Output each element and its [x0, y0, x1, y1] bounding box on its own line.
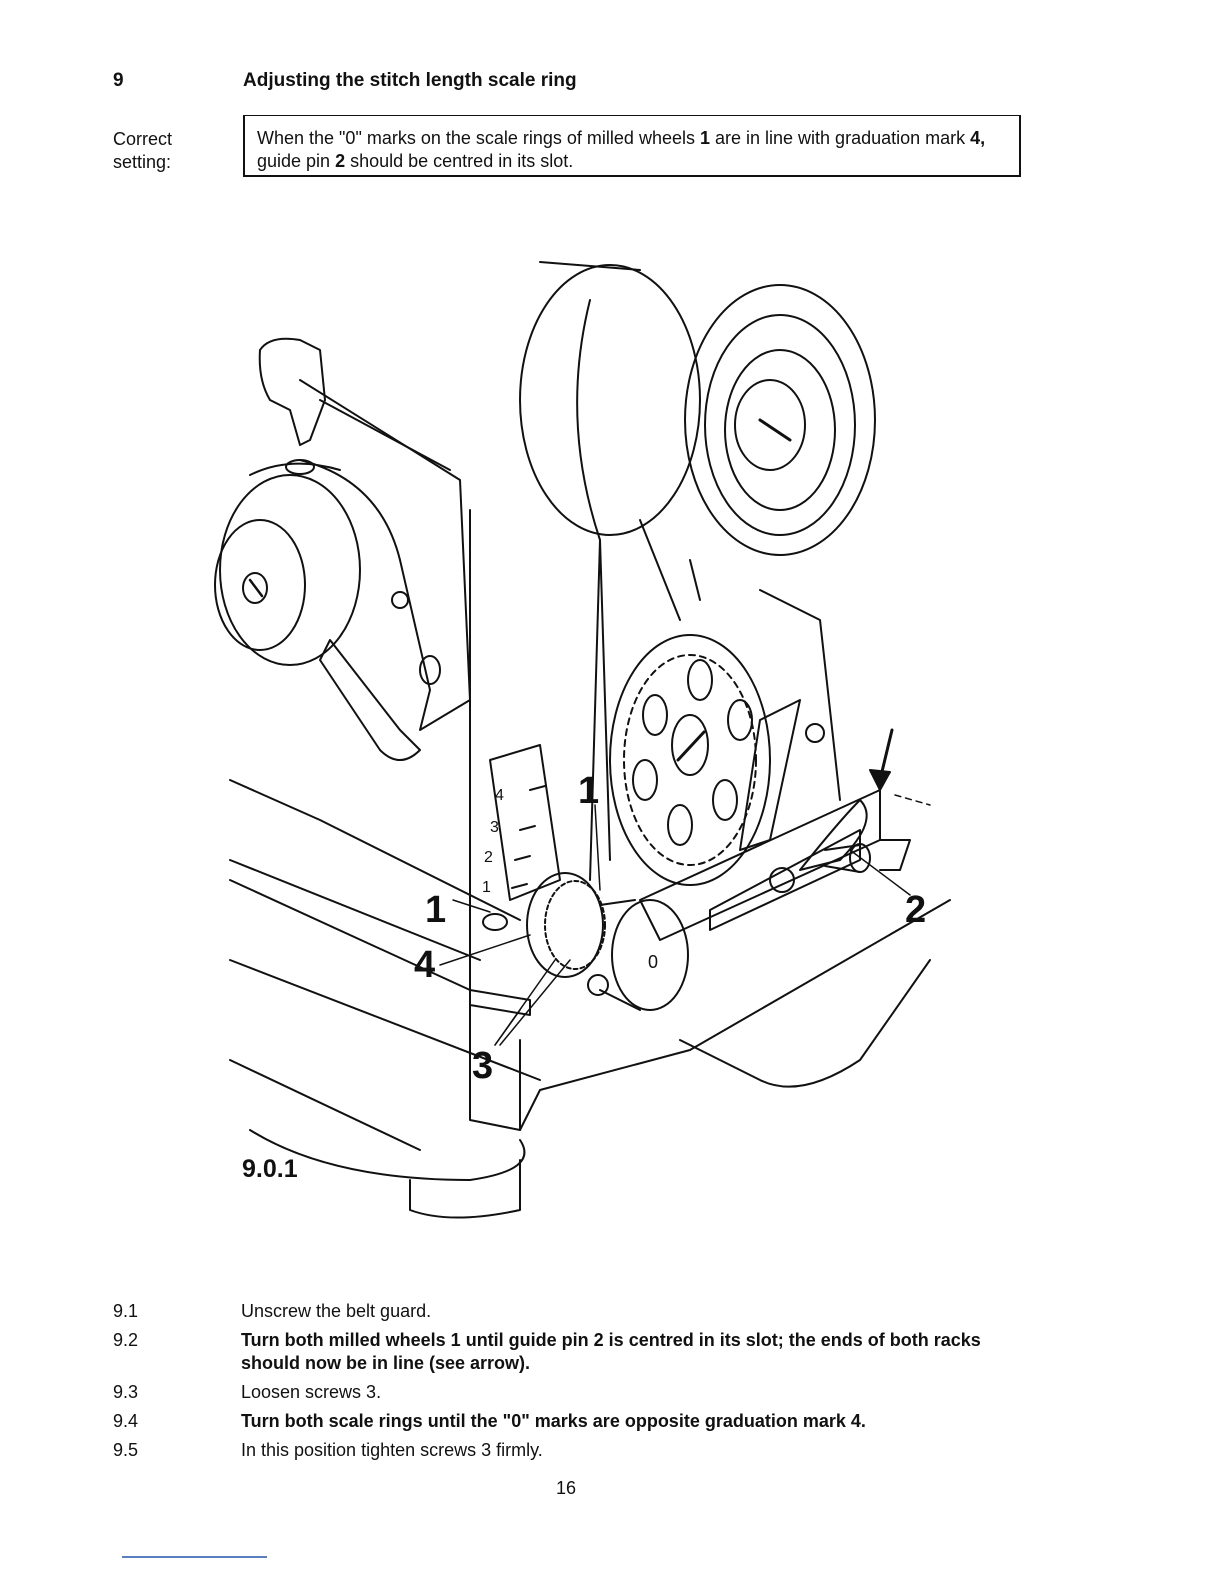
wheel-zero-mark: 0 [648, 952, 658, 972]
section-number: 9 [113, 70, 124, 91]
step-text: Turn both milled wheels 1 until guide pi… [241, 1330, 981, 1373]
step-item: 9.2 Turn both milled wheels 1 until guid… [113, 1329, 1043, 1375]
setting-ref-2: 2 [335, 151, 346, 171]
step-item: 9.3 Loosen screws 3. [113, 1381, 1043, 1404]
setting-text-2: are in line with graduation mark [710, 128, 971, 148]
step-number: 9.2 [113, 1330, 139, 1350]
step-item: 9.5 In this position tighten screws 3 fi… [113, 1439, 1043, 1462]
scale-mark-4: 4 [495, 787, 504, 804]
setting-text-3: guide pin [257, 151, 336, 171]
scale-mark-2: 2 [484, 849, 493, 866]
setting-text-4: should be centred in its slot. [345, 151, 574, 171]
step-text: Unscrew the belt guard. [241, 1301, 432, 1321]
page-number: 16 [556, 1478, 577, 1498]
callout-4: 4 [414, 944, 435, 986]
callout-3: 3 [472, 1045, 493, 1087]
correct-setting-label: Correct setting: [113, 129, 173, 172]
setting-text-1: When the "0" marks on the scale rings of… [257, 128, 700, 148]
scale-mark-3: 3 [490, 819, 499, 836]
step-number: 9.5 [113, 1440, 139, 1460]
setting-ref-4: 4, [970, 128, 986, 148]
machine-illustration: 4 3 2 1 0 1 1 2 3 4 [214, 261, 951, 1219]
step-list: 9.1 Unscrew the belt guard. 9.2 Turn bot… [113, 1300, 1043, 1468]
correct-setting-box: When the "0" marks on the scale rings of… [243, 115, 1021, 177]
callout-1-top: 1 [578, 770, 599, 812]
step-text: Loosen screws 3. [241, 1382, 382, 1402]
callout-1-left: 1 [425, 889, 446, 931]
setting-ref-1: 1 [699, 128, 710, 148]
step-number: 9.4 [113, 1411, 139, 1431]
scale-mark-1: 1 [482, 879, 491, 896]
step-item: 9.4 Turn both scale rings until the "0" … [113, 1410, 1043, 1433]
step-number: 9.3 [113, 1382, 139, 1402]
bottom-rule [122, 1556, 267, 1558]
step-number: 9.1 [113, 1301, 139, 1321]
callout-2: 2 [905, 889, 926, 931]
figure-label: 9.0.1 [242, 1155, 298, 1183]
step-item: 9.1 Unscrew the belt guard. [113, 1300, 1043, 1323]
section-title: Adjusting the stitch length scale ring [243, 70, 577, 91]
step-text: Turn both scale rings until the "0" mark… [241, 1411, 866, 1431]
step-text: In this position tighten screws 3 firmly… [241, 1440, 543, 1460]
